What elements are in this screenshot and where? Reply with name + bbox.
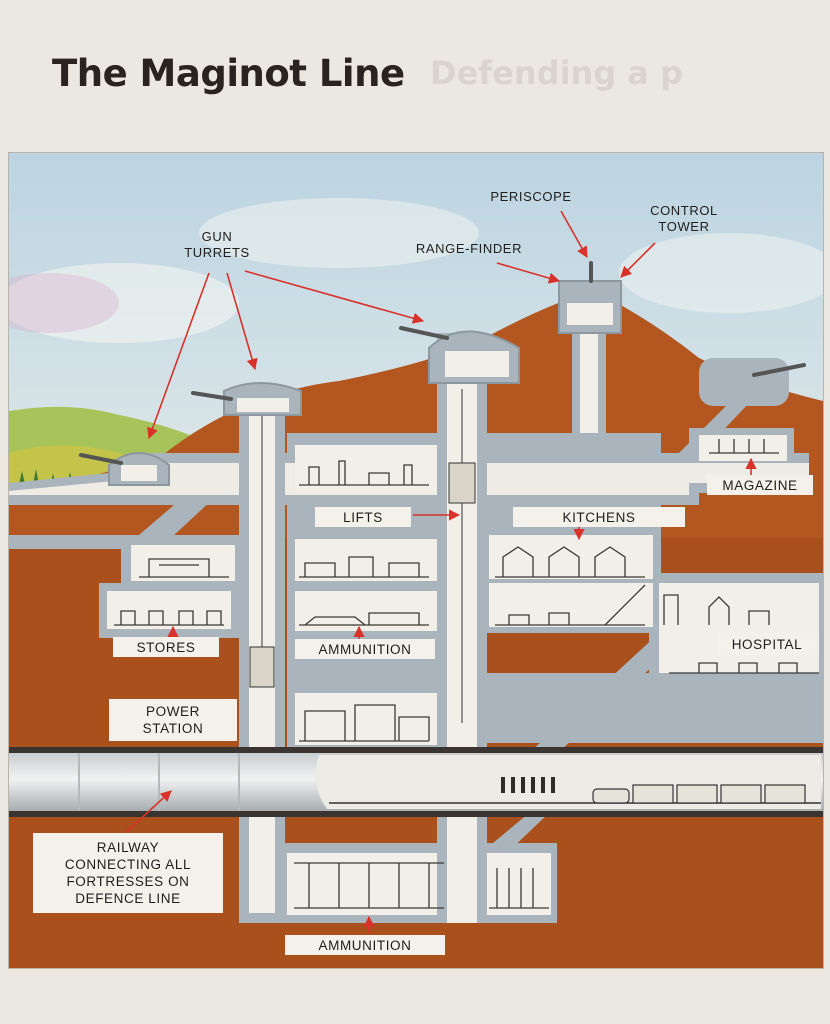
arrow-control-tower xyxy=(620,242,656,278)
label-kitchens: KITCHENS xyxy=(513,507,685,527)
arrow-gun-turret-1 xyxy=(147,272,210,440)
arrow-gun-turret-3 xyxy=(244,270,425,324)
diagram-illustration xyxy=(9,153,823,968)
label-railway: RAILWAY CONNECTING ALL FORTRESSES ON DEF… xyxy=(33,833,223,913)
label-control-tower: CONTROL TOWER xyxy=(650,203,718,234)
maginot-diagram: GUN TURRETS PERISCOPE CONTROL TOWER RANG… xyxy=(8,152,824,969)
label-hospital: HOSPITAL xyxy=(717,633,817,655)
label-range-finder: RANGE-FINDER xyxy=(415,241,523,256)
arrow-periscope xyxy=(560,210,588,258)
arrow-gun-turret-2 xyxy=(226,272,258,371)
label-ammunition-upper: AMMUNITION xyxy=(295,639,435,659)
label-ammunition-lower: AMMUNITION xyxy=(285,935,445,955)
train xyxy=(592,784,806,804)
bleed-through-text: Defending a p xyxy=(430,54,684,92)
arrow-railway xyxy=(124,790,172,834)
label-stores: STORES xyxy=(113,637,219,657)
label-gun-turrets: GUN TURRETS xyxy=(184,229,250,260)
label-periscope: PERISCOPE xyxy=(490,189,572,204)
arrow-range-finder xyxy=(496,262,561,284)
label-power-station: POWER STATION xyxy=(109,699,237,741)
label-magazine: MAGAZINE xyxy=(707,475,813,495)
label-lifts: LIFTS xyxy=(315,507,411,527)
page-title: The Maginot Line xyxy=(52,52,405,95)
arrows-layer xyxy=(124,210,757,933)
